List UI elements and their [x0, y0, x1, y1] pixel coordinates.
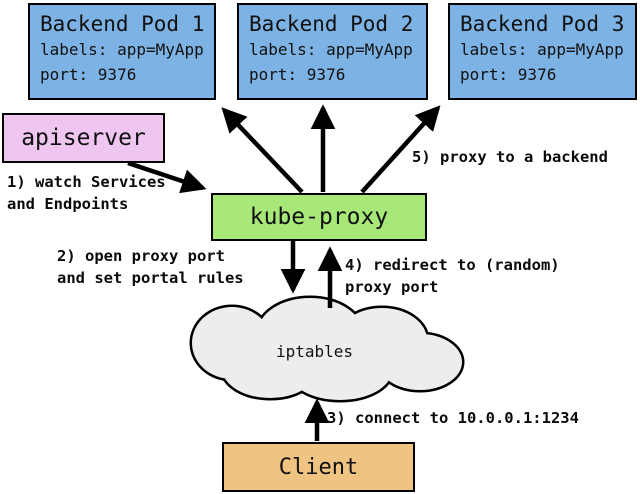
step-5-proxy-backend-label: 5) proxy to a backend [412, 146, 608, 168]
client-label: Client [278, 454, 359, 480]
backend-pod-2-title: Backend Pod 2 [249, 12, 414, 36]
step-4-line-1: 4) redirect to (random) [345, 256, 560, 274]
arrow-proxy-to-backend-3 [360, 105, 441, 194]
backend-pod-3-title: Backend Pod 3 [460, 12, 625, 36]
cloud-bump [288, 340, 392, 400]
step-2-line-1: 2) open proxy port [57, 247, 225, 265]
iptables-cloud-fill [192, 298, 462, 400]
step-4-redirect-label: 4) redirect to (random) proxy port [345, 254, 560, 298]
backend-pod-1-box: Backend Pod 1 labels: app=MyApp port: 93… [28, 3, 216, 100]
cloud-bump [378, 334, 462, 390]
iptables-label: iptables [276, 342, 354, 361]
backend-pod-2-port: port: 9376 [249, 65, 346, 84]
step-1-line-2: and Endpoints [7, 195, 129, 213]
arrow-proxy-to-backend-1 [221, 107, 304, 194]
step-4-line-2: proxy port [345, 278, 439, 296]
backend-pod-1-labels: labels: app=MyApp [40, 40, 204, 59]
backend-pod-2-box: Backend Pod 2 labels: app=MyApp port: 93… [237, 3, 428, 100]
kube-proxy-label: kube-proxy [249, 204, 389, 230]
apiserver-label: apiserver [21, 125, 146, 151]
backend-pod-3-labels: labels: app=MyApp [460, 40, 624, 59]
arrow-watch-services [127, 160, 207, 194]
step-5-line-1: 5) proxy to a backend [412, 148, 608, 166]
step-2-line-2: and set portal rules [57, 269, 244, 287]
backend-pod-2-labels: labels: app=MyApp [249, 40, 413, 59]
step-1-watch-services-label: 1) watch Services and Endpoints [7, 171, 166, 215]
backend-pod-3-box: Backend Pod 3 labels: app=MyApp port: 93… [448, 3, 637, 100]
backend-pod-3-port: port: 9376 [460, 65, 557, 84]
step-1-line-1: 1) watch Services [7, 173, 166, 191]
apiserver-box: apiserver [2, 113, 165, 163]
kube-proxy-box: kube-proxy [211, 193, 427, 241]
backend-pod-1-port: port: 9376 [40, 65, 137, 84]
backend-pod-1-title: Backend Pod 1 [40, 12, 205, 36]
step-3-line-1: 3) connect to 10.0.0.1:1234 [327, 409, 579, 427]
client-box: Client [222, 442, 415, 492]
step-2-open-proxy-port-label: 2) open proxy port and set portal rules [57, 245, 244, 289]
step-3-connect-label: 3) connect to 10.0.0.1:1234 [327, 407, 579, 429]
